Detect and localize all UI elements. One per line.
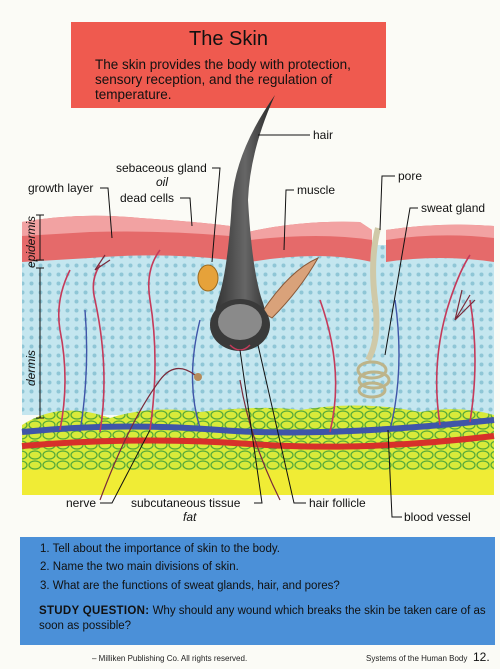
- label-subcutaneous-tissue: subcutaneous tissue: [131, 496, 241, 510]
- label-dead-cells: dead cells: [120, 191, 175, 205]
- label-fat: fat: [183, 510, 197, 524]
- artery: [21, 433, 495, 450]
- footer-publisher: – Milliken Publishing Co. All rights res…: [92, 654, 248, 663]
- sweat-duct: [365, 227, 381, 362]
- sebaceous-gland: [197, 264, 219, 292]
- label-growth-layer: growth layer: [28, 181, 94, 195]
- label-oil: oil: [156, 175, 169, 189]
- question-1: 1. Tell about the importance of skin to …: [40, 543, 280, 555]
- page-number: 12.: [473, 650, 490, 664]
- question-3: 3. What are the functions of sweat gland…: [40, 580, 340, 592]
- nerves: [94, 254, 476, 501]
- intro-text: The skin provides the body with protecti…: [95, 57, 351, 102]
- label-sweat-gland: sweat gland: [421, 201, 486, 215]
- label-pore: pore: [398, 169, 423, 183]
- vein: [21, 417, 495, 436]
- label-blood-vessel: blood vessel: [404, 510, 471, 524]
- arrector-muscle: [261, 256, 320, 319]
- label-sebaceous-gland: sebaceous gland: [116, 161, 207, 175]
- title-box: The Skin The skin provides the body with…: [71, 22, 386, 108]
- label-nerve: nerve: [66, 496, 97, 510]
- hair-shaft: [215, 95, 275, 342]
- study-question: STUDY QUESTION: Why should any wound whi…: [39, 604, 489, 634]
- capillaries: [57, 249, 476, 433]
- question-2: 2. Name the two main divisions of skin.: [40, 561, 239, 573]
- label-hair-follicle: hair follicle: [309, 496, 366, 510]
- footer-book-title: Systems of the Human Body: [366, 654, 468, 663]
- study-question-label: STUDY QUESTION:: [39, 605, 150, 617]
- label-muscle: muscle: [297, 183, 336, 197]
- page-title: The Skin: [189, 28, 268, 50]
- label-epidermis: epidermis: [24, 215, 38, 268]
- label-dermis: dermis: [24, 349, 38, 386]
- sweat-gland: [356, 360, 391, 399]
- leader-lines: [100, 134, 418, 518]
- questions-box: 1. Tell about the importance of skin to …: [20, 537, 495, 645]
- study-question-text: Why should any wound which breaks the sk…: [39, 605, 486, 632]
- label-hair: hair: [313, 128, 334, 142]
- layer-brackets: [36, 214, 44, 419]
